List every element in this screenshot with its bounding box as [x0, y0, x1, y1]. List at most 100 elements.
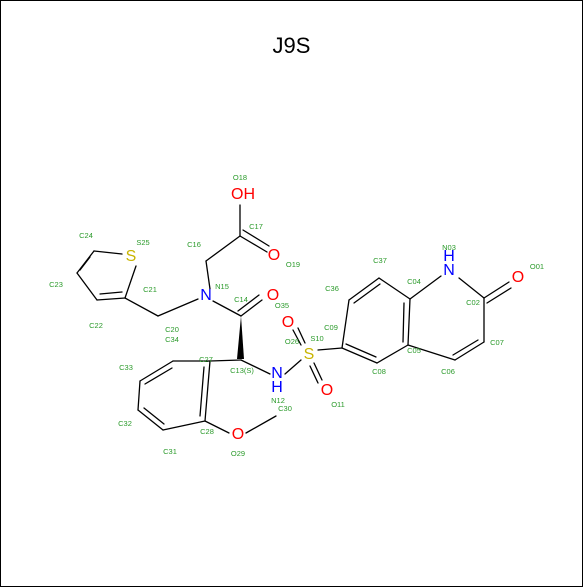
index-C13: C13(S)	[230, 366, 254, 375]
bond	[483, 281, 510, 299]
bond	[409, 275, 442, 300]
bond	[157, 298, 199, 317]
bond	[407, 298, 411, 346]
bond	[317, 347, 343, 351]
index-C28: C28	[200, 427, 214, 436]
index-O18: O18	[233, 173, 247, 182]
bond	[378, 277, 411, 300]
bond	[205, 235, 241, 262]
index-C08: C08	[372, 367, 386, 376]
index-O19: O19	[286, 260, 300, 269]
bond	[144, 367, 173, 385]
index-C36: C36	[325, 284, 339, 293]
index-C24: C24	[79, 231, 93, 240]
index-C37: C37	[373, 256, 387, 265]
bond	[407, 344, 456, 361]
index-C31: C31	[163, 447, 177, 456]
bond	[143, 407, 165, 425]
atom-label-O19: O	[268, 247, 280, 264]
bond	[137, 380, 141, 411]
index-O26: O26	[285, 337, 299, 346]
bond	[139, 360, 174, 382]
index-C20: C20	[165, 325, 179, 334]
index-C09: C09	[324, 323, 338, 332]
atom-label-N12-H: H	[271, 379, 283, 396]
bond	[124, 265, 137, 299]
bond	[96, 297, 126, 301]
bond	[209, 359, 242, 362]
index-C17: C17	[249, 222, 263, 231]
bond	[458, 277, 485, 299]
index-O29: O29	[231, 449, 245, 458]
atom-label-S10: S	[304, 346, 315, 363]
bond	[79, 256, 91, 271]
bond	[297, 327, 306, 344]
atom-index-labels: O18 C17 O19 C16 N15 C14 O35 C24 S25 C23 …	[49, 173, 544, 458]
bond	[204, 420, 230, 434]
bond	[353, 283, 381, 304]
index-C02: C02	[466, 298, 480, 307]
index-C27: C27	[199, 355, 213, 364]
index-O11: O11	[331, 400, 345, 409]
bond	[348, 277, 380, 301]
index-N03: N03	[442, 243, 456, 252]
bond	[93, 250, 123, 255]
index-C33: C33	[119, 363, 133, 372]
bond	[240, 299, 263, 317]
index-O01: O01	[530, 262, 544, 271]
index-C30: C30	[278, 404, 292, 413]
molecule-title: J9S	[272, 33, 311, 58]
bond	[313, 362, 323, 381]
bond	[309, 365, 319, 384]
bond	[205, 260, 211, 290]
bond	[239, 235, 268, 253]
index-O35: O35	[275, 301, 289, 310]
bond	[124, 297, 159, 317]
bond	[452, 339, 479, 356]
bond	[199, 366, 205, 417]
index-C34: C34	[165, 335, 179, 344]
bond	[284, 359, 302, 375]
atom-label-N03-N: N	[443, 262, 455, 279]
index-C04: C04	[407, 277, 421, 286]
bond	[99, 291, 123, 295]
atom-label-O01: O	[512, 269, 524, 286]
bond	[137, 409, 164, 431]
bond	[292, 329, 302, 346]
atom-label-S25: S	[126, 248, 137, 265]
index-C07: C07	[490, 338, 504, 347]
index-C23: C23	[49, 280, 63, 289]
atom-label-O35: O	[267, 287, 279, 304]
atom-label-N12-N: N	[271, 365, 283, 382]
atom-label-O11: O	[321, 382, 333, 399]
bond	[345, 343, 377, 358]
bond	[402, 302, 405, 343]
bond	[486, 287, 512, 304]
atom-labels: OH O O N S S O O N H O H N O	[126, 186, 525, 443]
wedge-bond	[237, 316, 244, 359]
bond	[237, 294, 260, 312]
bond	[76, 272, 98, 301]
index-C16: C16	[187, 240, 201, 249]
atom-label-N03-H: H	[443, 248, 455, 265]
bond	[212, 300, 242, 317]
bond	[245, 415, 277, 434]
bonds	[76, 204, 512, 434]
bond	[376, 344, 409, 364]
atom-label-O29: O	[232, 426, 244, 443]
bond	[341, 347, 378, 364]
index-C22: C22	[89, 321, 103, 330]
index-N15: N15	[215, 282, 229, 291]
atom-label-O18: OH	[231, 186, 255, 203]
index-S10: S10	[310, 334, 323, 343]
bond	[454, 341, 485, 361]
bond	[204, 360, 211, 422]
index-S25: S25	[136, 238, 149, 247]
index-N12: N12	[271, 396, 285, 405]
bond	[242, 229, 270, 247]
index-C14: C14	[234, 295, 248, 304]
index-C21: C21	[143, 285, 157, 294]
bond	[162, 420, 206, 431]
